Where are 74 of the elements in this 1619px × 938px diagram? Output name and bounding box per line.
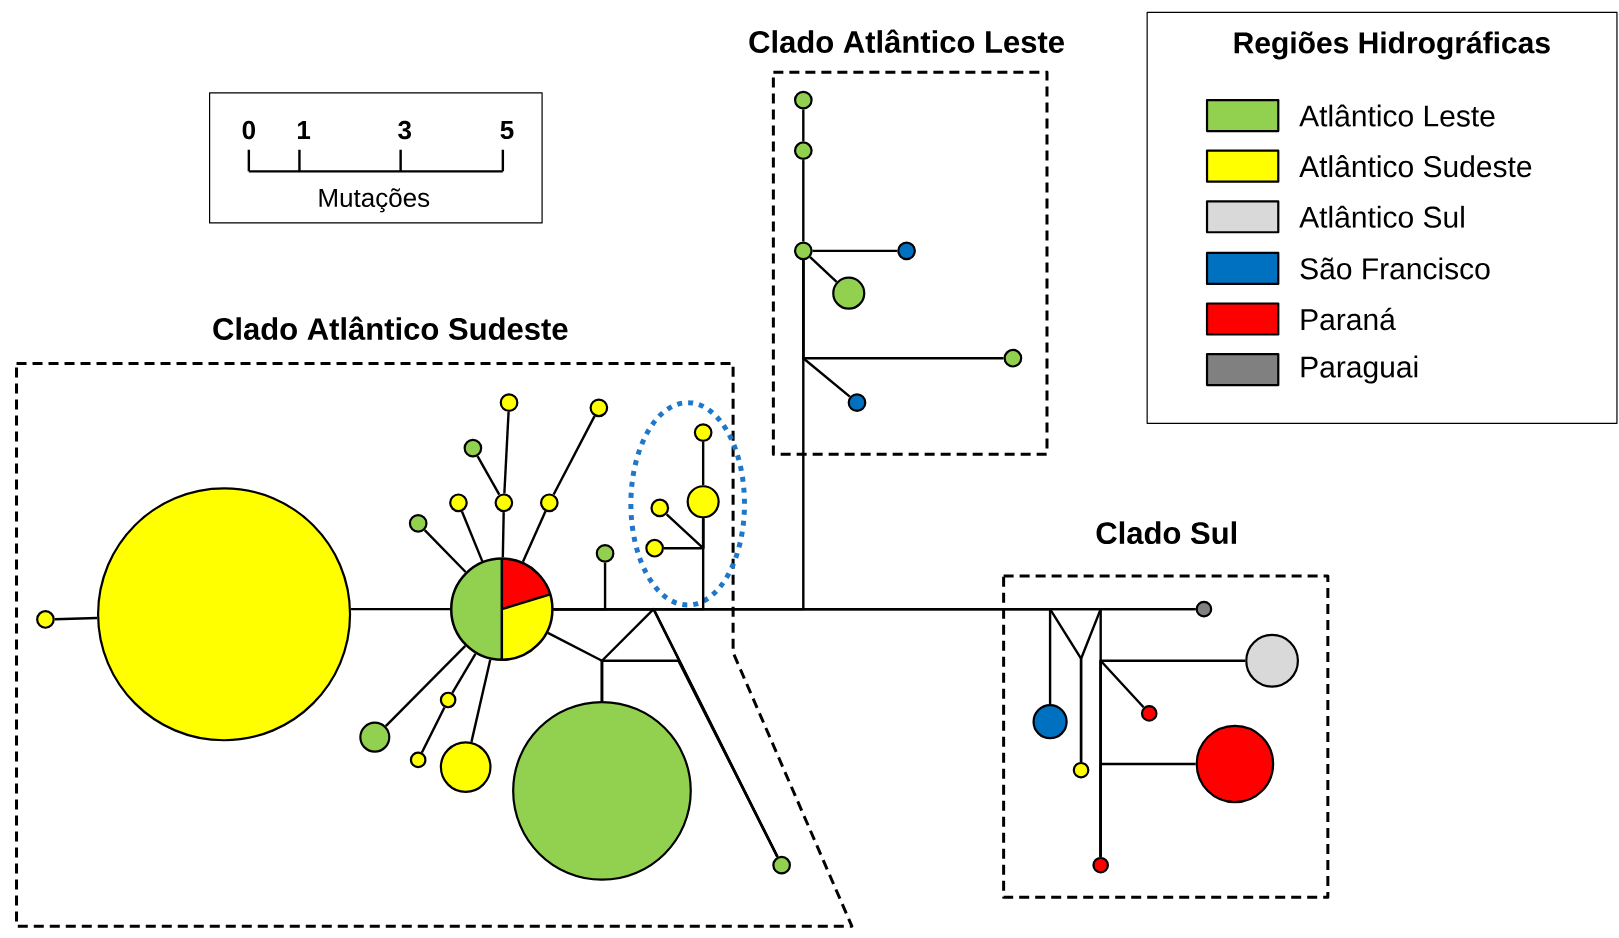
network-line — [423, 529, 467, 573]
haplotype-circle — [494, 493, 514, 513]
legend-label: Atlântico Sul — [1299, 205, 1464, 228]
haplotype-circle — [1245, 633, 1299, 688]
haplotype-circle — [793, 90, 813, 110]
scale-label: Mutações — [319, 188, 430, 213]
haplotype-circle — [359, 721, 391, 753]
node-label: Clado Atlântico Sudeste — [213, 316, 568, 340]
haplotype-circle — [686, 485, 720, 519]
network-line — [812, 249, 898, 253]
network-line — [600, 659, 779, 858]
haplotype-circle — [449, 493, 468, 513]
haplotype-circle — [772, 855, 791, 875]
network-line — [349, 607, 450, 611]
legend-label: São Francisco — [1300, 257, 1490, 280]
network-line — [503, 411, 510, 494]
haplotype-circle — [595, 544, 615, 563]
haplotype-circle — [793, 141, 813, 161]
node-label: Clado Atlântico Leste — [749, 29, 1064, 53]
network-line — [552, 415, 596, 496]
network-line — [420, 706, 446, 753]
clade-box: Clado Sul — [1002, 521, 1330, 899]
node-label: Clado Sul — [1096, 521, 1237, 545]
haplotype-circle — [36, 610, 55, 629]
dotted-ellipse — [628, 400, 747, 608]
network-line — [802, 260, 851, 398]
legend-label: Atlântico Sudeste — [1299, 155, 1532, 178]
haplotype-circle — [832, 276, 866, 310]
haplotype-circle — [539, 493, 559, 513]
network-line — [802, 160, 805, 242]
haplotype-circle — [1003, 348, 1023, 368]
network-line — [1099, 762, 1196, 857]
tick-label: 5 — [500, 120, 514, 140]
network-line — [451, 653, 477, 694]
haplotype-circle — [693, 423, 713, 442]
haplotype-circle — [897, 241, 916, 261]
network-line — [460, 511, 484, 562]
haplotype-circle — [645, 538, 664, 558]
haplotype-circle — [1072, 761, 1090, 779]
tick-label: 3 — [398, 120, 412, 140]
network-line — [476, 455, 501, 496]
haplotype-circle — [97, 487, 352, 742]
haplotype-circle — [439, 691, 457, 709]
network-line — [701, 441, 705, 486]
haplotype-circle — [1092, 856, 1109, 874]
haplotype-circle — [650, 498, 670, 518]
haplotype-circle — [1195, 724, 1275, 804]
tick-label: 1 — [297, 121, 311, 139]
haplotype-circle — [463, 438, 483, 458]
haplotype-circle — [499, 393, 519, 412]
haplotype-circle — [409, 751, 427, 769]
haplotype-pie — [449, 557, 554, 661]
haplotype-circle — [793, 241, 813, 261]
network-line — [809, 256, 838, 283]
legend-label: Paraguai — [1301, 355, 1418, 384]
network-line — [1079, 607, 1196, 762]
haplotype-circle — [439, 741, 492, 793]
legend-label: Atlântico Leste — [1299, 104, 1495, 127]
haplotype-circle — [847, 393, 867, 412]
haplotype-circle — [1195, 600, 1213, 618]
network-line — [470, 659, 492, 743]
network-line — [521, 510, 547, 563]
network-line — [54, 616, 98, 621]
legend-label: Paraná — [1301, 307, 1396, 331]
network-line — [501, 512, 505, 558]
network-line — [802, 109, 805, 142]
network-line — [384, 645, 467, 727]
tick-label: 0 — [242, 120, 255, 140]
haplotype-circle — [1140, 705, 1158, 722]
haplotype-circle — [1032, 704, 1068, 740]
haplotype-circle — [408, 514, 428, 533]
legend-title: Regiões Hidrográficas — [1234, 31, 1550, 60]
haplotype-circle — [589, 398, 609, 418]
haplotype-circle — [512, 700, 692, 881]
